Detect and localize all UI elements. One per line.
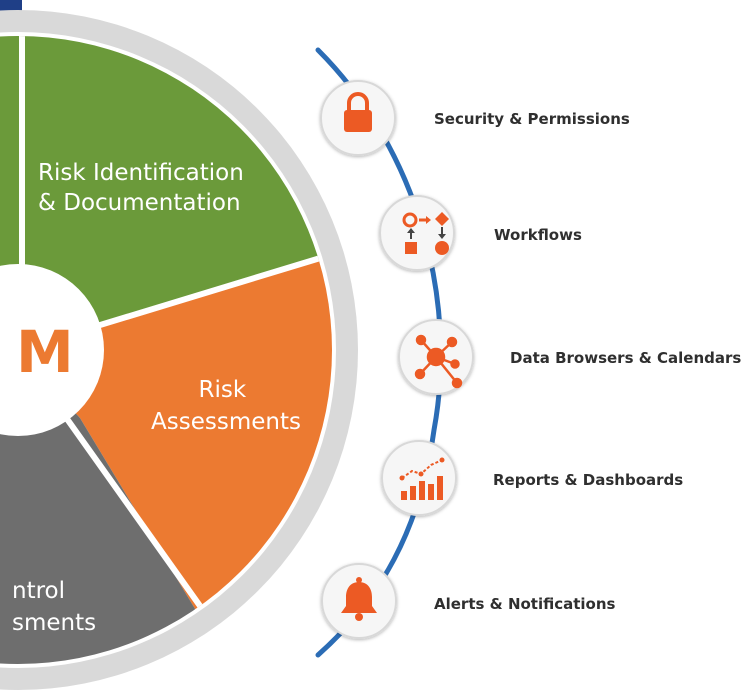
segment-label-control-assessments: ntrol sments: [12, 578, 96, 636]
bar-chart-trend-icon: [399, 457, 445, 500]
segment-label-line: Risk Identification: [38, 160, 244, 186]
feature-label: Workflows: [494, 226, 582, 244]
segment-risk-assessments: [18, 150, 332, 664]
bell-icon: [341, 577, 377, 621]
segment-label-risk-assessments: Risk Assessments: [151, 377, 301, 435]
feature-label: Alerts & Notifications: [434, 595, 616, 613]
icon-badge: [381, 440, 457, 516]
segment-label-line: Assessments: [151, 409, 301, 435]
feature-label: Data Browsers & Calendars: [510, 349, 741, 367]
lock-icon: [344, 92, 372, 132]
icon-badge: [379, 195, 455, 271]
segment-risk-identification: [0, 36, 332, 350]
network-hub-icon: [414, 334, 463, 389]
wheel-hub: [0, 264, 104, 436]
hub-letter: M: [16, 318, 74, 386]
feature-item-security-permissions: Security & Permissions: [320, 80, 630, 156]
feature-item-alerts-notifications: Alerts & Notifications: [321, 563, 616, 639]
feature-label: Reports & Dashboards: [493, 471, 683, 489]
segment-label-risk-identification: Risk Identification & Documentation: [38, 160, 251, 216]
segment-label-line: & Documentation: [38, 190, 241, 216]
feature-item-workflows: Workflows: [379, 195, 582, 271]
feature-item-data-browsers-calendars: Data Browsers & Calendars: [398, 319, 741, 395]
feature-item-reports-dashboards: Reports & Dashboards: [381, 440, 683, 516]
workflow-icon: [402, 212, 449, 255]
segment-label-line: Risk: [199, 377, 247, 403]
segment-label-line: ntrol: [12, 578, 65, 604]
feature-label: Security & Permissions: [434, 110, 630, 128]
segment-control-assessments: [0, 350, 250, 664]
segment-label-line: sments: [12, 610, 96, 636]
